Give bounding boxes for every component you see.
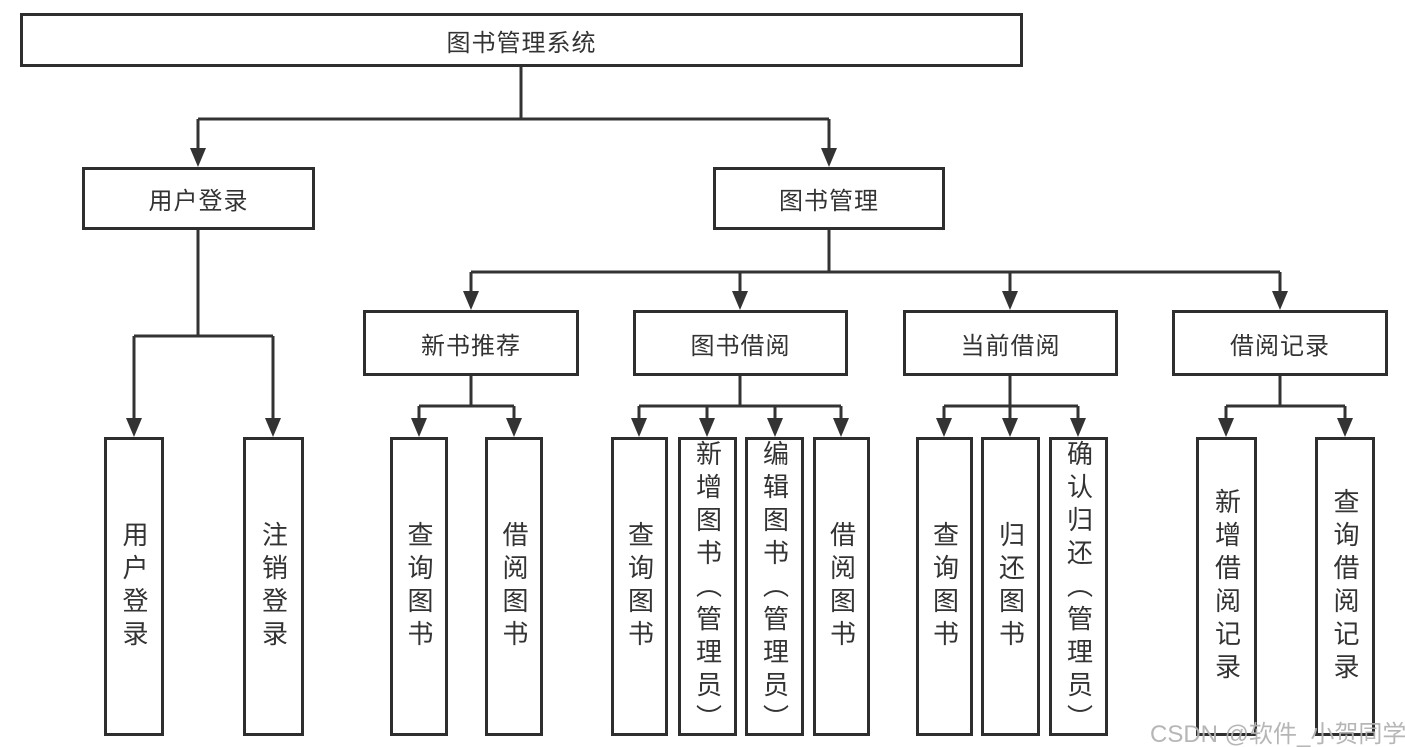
leaf-query-borrow-record: 查询借阅记录 xyxy=(1315,437,1375,736)
node-book-management: 图书管理 xyxy=(713,167,945,230)
node-user-login: 用户登录 xyxy=(82,167,315,230)
csdn-watermark: CSDN @软件_小贺同学 xyxy=(1150,721,1405,747)
leaf-label: 查询图书 xyxy=(929,520,960,653)
leaf-borrow-books-recommend: 借阅图书 xyxy=(485,437,543,736)
leaf-add-books-admin: 新增图书（管理员） xyxy=(678,437,737,737)
leaf-confirm-return-admin: 确认归还（管理员） xyxy=(1049,437,1108,737)
leaf-label: 查询图书 xyxy=(624,520,655,653)
leaf-label: 查询借阅记录 xyxy=(1330,487,1360,686)
leaf-label: 归还图书 xyxy=(995,520,1026,653)
leaf-label: 新增图书（管理员） xyxy=(692,440,723,737)
leaf-query-books-recommend: 查询图书 xyxy=(390,437,448,736)
leaf-return-books: 归还图书 xyxy=(981,437,1040,736)
node-root-library-system: 图书管理系统 xyxy=(20,13,1023,67)
leaf-query-books-current: 查询图书 xyxy=(916,437,973,736)
node-new-book-recommend: 新书推荐 xyxy=(363,310,579,376)
leaf-label: 借阅图书 xyxy=(826,520,857,653)
leaf-add-borrow-record: 新增借阅记录 xyxy=(1196,437,1257,736)
leaf-user-login: 用户登录 xyxy=(104,437,164,736)
leaf-label: 查询图书 xyxy=(404,520,434,653)
leaf-label: 借阅图书 xyxy=(499,520,529,653)
node-borrowing-records: 借阅记录 xyxy=(1172,310,1388,376)
leaf-label: 编辑图书（管理员） xyxy=(759,440,790,737)
node-current-borrowing: 当前借阅 xyxy=(903,310,1118,376)
leaf-logout: 注销登录 xyxy=(243,437,304,736)
leaf-label: 用户登录 xyxy=(119,520,149,653)
node-book-borrowing: 图书借阅 xyxy=(633,310,848,376)
leaf-label: 注销登录 xyxy=(258,520,289,653)
leaf-query-books-borrow: 查询图书 xyxy=(611,437,668,736)
leaf-borrow-books: 借阅图书 xyxy=(813,437,870,736)
leaf-label: 确认归还（管理员） xyxy=(1063,440,1094,737)
leaf-edit-books-admin: 编辑图书（管理员） xyxy=(745,437,804,737)
leaf-label: 新增借阅记录 xyxy=(1211,487,1242,686)
